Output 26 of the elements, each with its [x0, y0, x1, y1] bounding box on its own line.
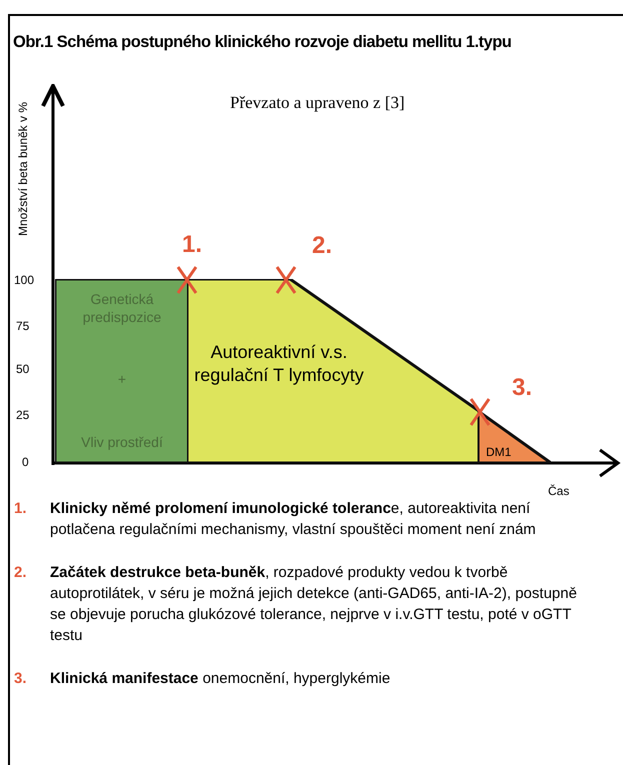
region-text: Vliv prostředí — [80, 434, 164, 451]
list-number: 2. — [14, 563, 28, 583]
list-number: 3. — [14, 669, 28, 689]
source-note: Převzato a upraveno z [3] — [230, 92, 405, 114]
stage-number: 3. — [512, 373, 532, 403]
stage-region — [55, 279, 189, 463]
stage-region — [187, 279, 479, 463]
axis-tick-label: 75 — [16, 318, 30, 335]
axis-label: Čas — [548, 483, 570, 500]
stage-number: 1. — [182, 230, 202, 260]
axis-tick-label: 50 — [16, 361, 30, 378]
axis-tick-label: 0 — [22, 454, 29, 471]
list-item-text: Klinicky němé prolomení imunologické tolerance, autoreaktivita není potlačena regulačními mechanismy, vlastní spouštěci moment není znám — [50, 499, 537, 540]
axis-tick-label: 25 — [16, 407, 30, 424]
region-text: Autoreaktivní v.s. regulační T lymfocyty — [193, 341, 365, 386]
list-number: 1. — [14, 499, 28, 519]
list-item-text: Začátek destrukce beta-buněk, rozpadové produkty vedou k tvorbě autoprotilátek, v séru je možná jejich detekce (anti-GAD65, anti-IA-2), postupně se objevuje porucha glukózové tolerance, nejprve v i.v.GTT testu, poté v oGTT testu — [50, 563, 578, 646]
region-text: DM1 — [486, 444, 512, 461]
axis-label: Množství beta buněk v % — [15, 100, 31, 238]
list-item-text: Klinická manifestace onemocnění, hyperglykémie — [50, 669, 390, 689]
region-text: + — [116, 371, 128, 388]
figure-title: Obr.1 Schéma postupného klinického rozvoje diabetu mellitu 1.typu — [13, 32, 512, 53]
stage-number: 2. — [312, 231, 332, 261]
region-text: Genetická predispozice — [82, 291, 162, 326]
axis-tick-label: 100 — [14, 272, 34, 289]
stage-region — [478, 411, 551, 463]
